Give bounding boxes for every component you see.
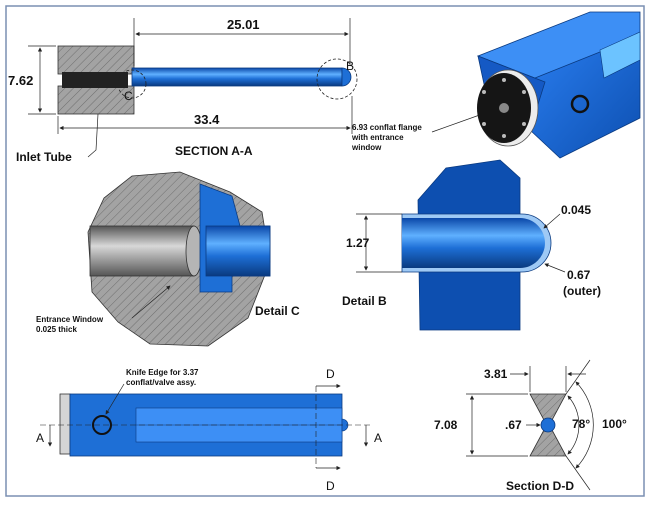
bolt-hole xyxy=(502,134,506,138)
dim-outer-label: (outer) xyxy=(563,284,601,298)
detail-b-callout-circle xyxy=(316,58,358,100)
bottom-tube-tip xyxy=(341,418,349,432)
knife-edge-note-line2: conflat/valve assy. xyxy=(126,378,196,387)
section-aa-view: 25.01 7.62 33.4 B C Inlet Tube SECTION A… xyxy=(8,17,489,164)
entrance-window xyxy=(499,103,509,113)
bolt-hole xyxy=(482,122,486,126)
section-d-top: D xyxy=(326,367,335,381)
flange-body-top xyxy=(57,45,135,75)
detail-c-title: Detail C xyxy=(255,304,300,318)
flange-note-line2: with entrance xyxy=(351,133,404,142)
dim-0-67-outer: 0.67 xyxy=(567,268,591,282)
knife-edge-port-icon xyxy=(92,415,112,435)
section-dd-tube xyxy=(540,417,556,433)
section-a-left: A xyxy=(36,431,44,445)
detail-b-view: 1.27 0.045 0.67 (outer) Detail B xyxy=(342,159,601,331)
angle-100: 100° xyxy=(602,417,627,431)
bolt-hole xyxy=(522,122,526,126)
flange-note-line3: window xyxy=(351,143,382,152)
isometric-view xyxy=(476,11,641,159)
entrance-window-note-line1: Entrance Window xyxy=(36,315,104,324)
bore xyxy=(62,72,128,88)
bolt-hole xyxy=(522,90,526,94)
end-plate xyxy=(59,393,71,455)
dim-3-81: 3.81 xyxy=(484,367,508,381)
bolt-hole xyxy=(482,90,486,94)
dim-33-4: 33.4 xyxy=(194,112,220,127)
bottom-side-view: A A D D Knife Edge for 3.37 conflat/valv… xyxy=(36,367,382,493)
section-a-right: A xyxy=(374,431,382,445)
section-d-bottom: D xyxy=(326,479,335,493)
dim-1-27: 1.27 xyxy=(346,236,370,250)
detail-b-title: Detail B xyxy=(342,294,387,308)
slot-face xyxy=(599,31,641,79)
flange-note-line1: 6.93 conflat flange xyxy=(352,123,422,132)
dim-7-62: 7.62 xyxy=(8,73,33,88)
detail-b-tube xyxy=(402,218,545,268)
dim-0-67-hole: .67 xyxy=(505,418,522,432)
dim-25-01: 25.01 xyxy=(227,17,260,32)
section-dd-title: Section D-D xyxy=(506,479,574,493)
detail-c-callout-circle xyxy=(117,69,147,99)
section-aa-title: SECTION A-A xyxy=(175,144,253,158)
knife-edge-note-line1: Knife Edge for 3.37 xyxy=(126,368,199,377)
detail-c-gray-bore xyxy=(89,225,195,277)
tube-end-cap xyxy=(341,67,352,87)
flange-body-bottom xyxy=(57,85,135,115)
detail-c-view: Entrance Window 0.025 thick Detail C xyxy=(36,171,300,347)
dim-0-045: 0.045 xyxy=(561,203,591,217)
bolt-hole xyxy=(502,78,506,82)
entrance-window-note-line2: 0.025 thick xyxy=(36,325,77,334)
label-b: B xyxy=(346,59,354,73)
inlet-tube-label: Inlet Tube xyxy=(16,150,72,164)
detail-c-blue-tube xyxy=(205,225,271,277)
dim-7-08: 7.08 xyxy=(434,418,458,432)
inlet-tube xyxy=(131,67,343,87)
label-c: C xyxy=(124,89,133,103)
angle-78: 78° xyxy=(572,417,590,431)
knife-edge-port xyxy=(570,94,590,114)
section-dd-view: 3.81 7.08 .67 78° 100° Section D-D xyxy=(434,359,627,493)
